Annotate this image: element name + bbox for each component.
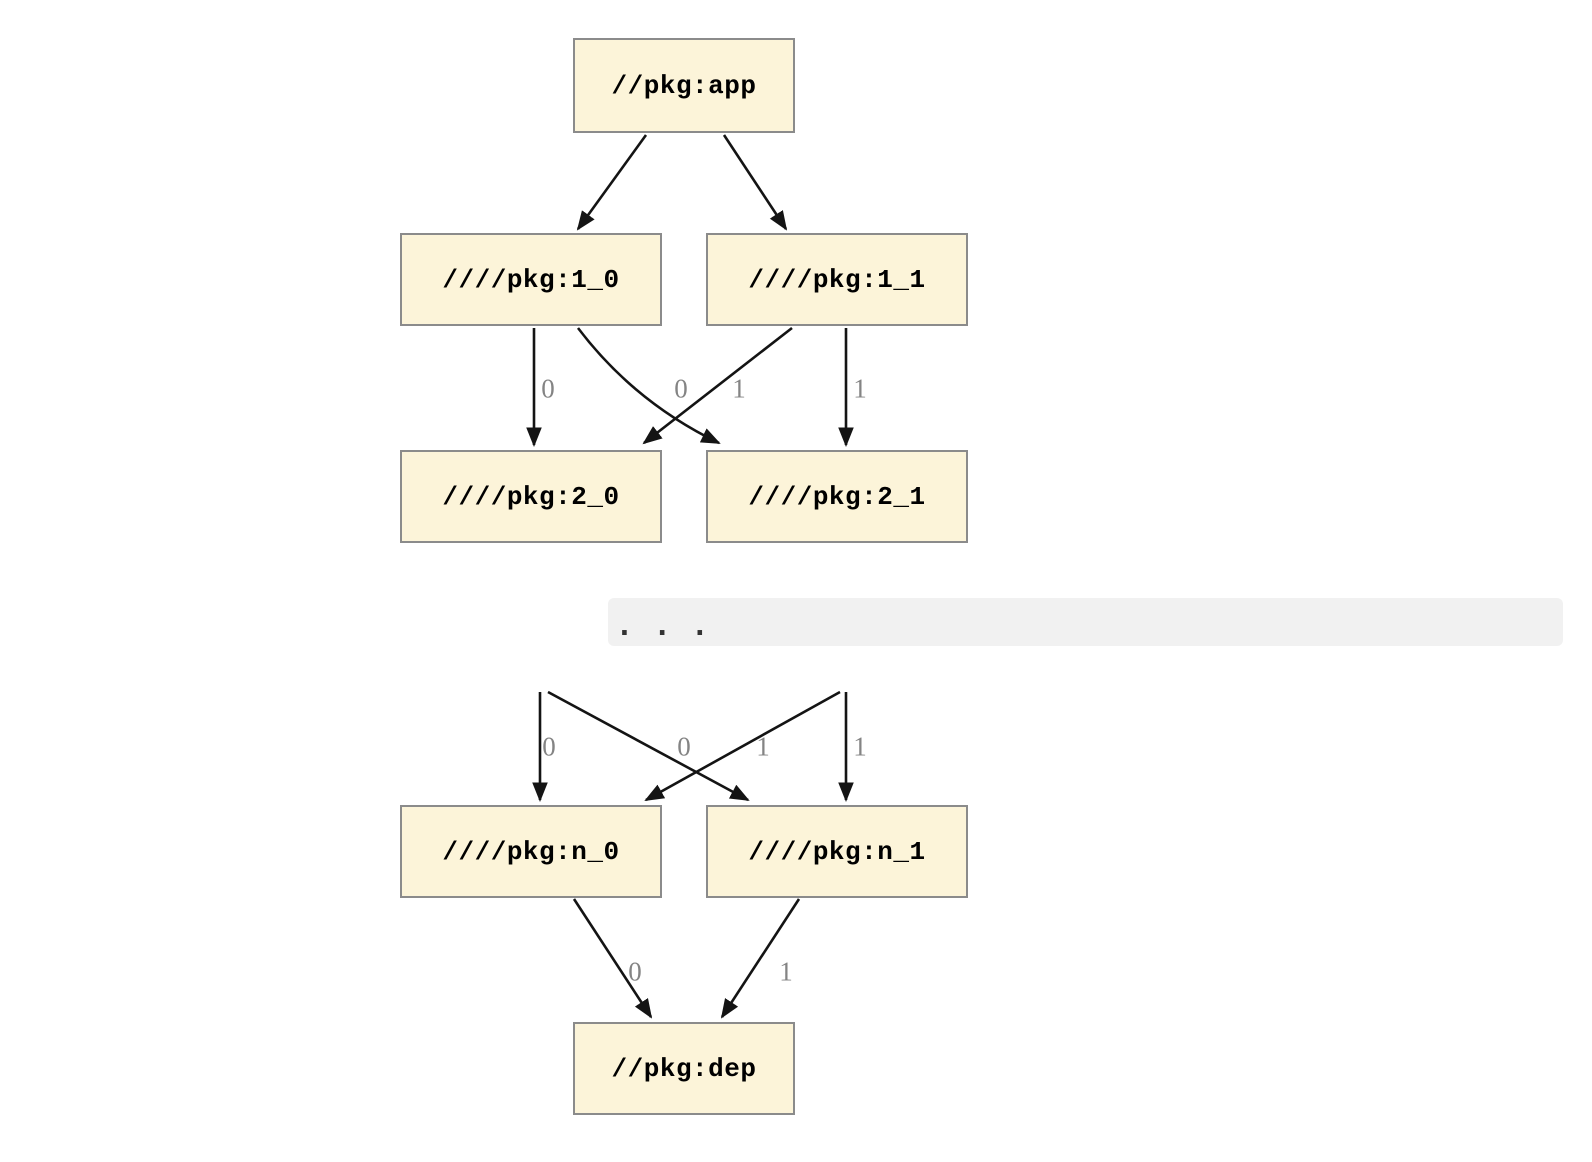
- edge-pkg1_1-to-pkg2_0: [642, 326, 793, 445]
- edge-hidden-left-to-pkgn_1: [547, 690, 750, 802]
- edge-hidden-right-to-pkgn_0: [644, 690, 841, 802]
- ellipsis-text: . . .: [616, 608, 711, 642]
- node-pkg-n_0: ////pkg:n_0: [400, 805, 662, 898]
- edge-label: 0: [628, 956, 642, 987]
- edge-label: 0: [674, 373, 688, 404]
- node-pkg-2_1: ////pkg:2_1: [706, 450, 968, 543]
- edge-label: 1: [779, 956, 793, 987]
- node-pkg-1_1: ////pkg:1_1: [706, 233, 968, 326]
- edge-label: 0: [542, 731, 556, 762]
- edge-pkg1_0-to-pkg2_1: [576, 327, 721, 445]
- node-pkg-n_1: ////pkg:n_1: [706, 805, 968, 898]
- edge-label: 0: [541, 373, 555, 404]
- node-pkg-1_0: ////pkg:1_0: [400, 233, 662, 326]
- edge-label: 1: [853, 731, 867, 762]
- edge-label: 1: [853, 373, 867, 404]
- edge-app-to-pkg1_0: [576, 134, 648, 231]
- edge-label: 0: [677, 731, 691, 762]
- edge-label: 1: [756, 731, 770, 762]
- edge-app-to-pkg1_1: [722, 134, 788, 231]
- node-pkg-app: //pkg:app: [573, 38, 795, 133]
- node-pkg-2_0: ////pkg:2_0: [400, 450, 662, 543]
- ellipsis-band: . . .: [608, 598, 1563, 646]
- node-pkg-dep: //pkg:dep: [573, 1022, 795, 1115]
- edge-label: 1: [732, 373, 746, 404]
